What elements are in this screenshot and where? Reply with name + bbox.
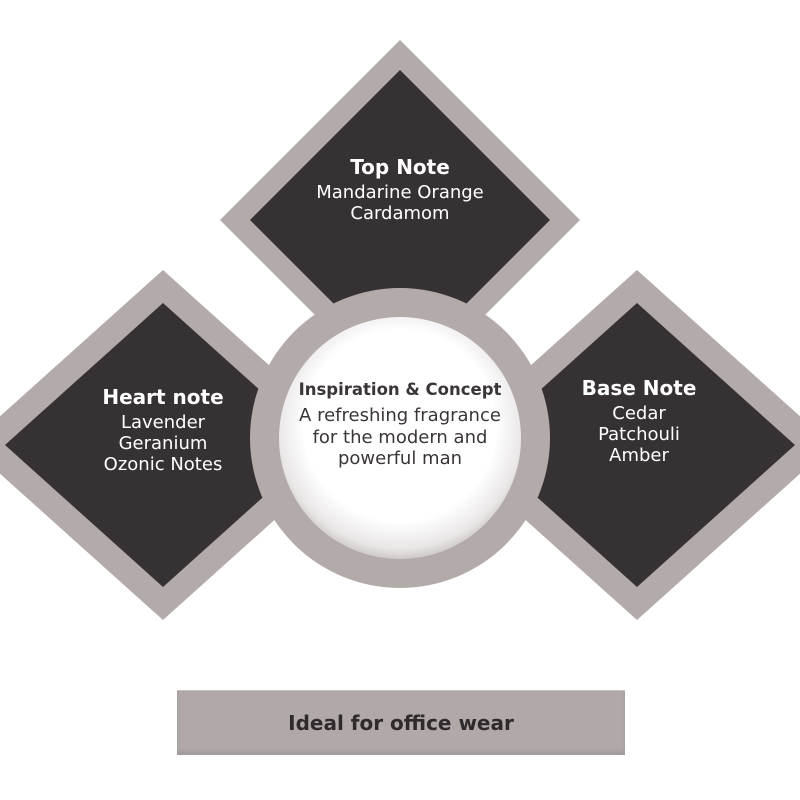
base-note-item: Patchouli (598, 423, 680, 445)
top-note-text: Top Note Mandarine Orange Cardamom (270, 155, 530, 224)
base-note-item: Cedar (612, 402, 666, 424)
base-note-text: Base Note Cedar Patchouli Amber (533, 376, 745, 467)
center-line: powerful man (337, 447, 463, 469)
top-note-item: Cardamom (350, 202, 450, 224)
base-note-diamond (479, 303, 795, 587)
top-note-diamond (250, 70, 550, 370)
heart-note-item: Lavender (120, 411, 206, 433)
center-line: for the modern and (312, 426, 488, 448)
top-note-item: Mandarine Orange (316, 181, 484, 203)
center-title: Inspiration & Concept (298, 380, 502, 399)
center-disc (279, 317, 521, 559)
base-note-title: Base Note (581, 376, 697, 400)
center-concept-text: Inspiration & Concept A refreshing fragr… (275, 380, 525, 469)
heart-note-title: Heart note (102, 385, 224, 409)
heart-note-item: Ozonic Notes (103, 454, 223, 476)
base-note-item: Amber (609, 445, 669, 467)
footer-banner: Ideal for office wear (177, 690, 625, 755)
footer-label: Ideal for office wear (288, 711, 514, 735)
heart-note-item: Geranium (118, 432, 208, 454)
heart-note-text: Heart note Lavender Geranium Ozonic Note… (58, 385, 268, 476)
top-note-title: Top Note (350, 155, 450, 179)
heart-note-diamond (5, 303, 321, 587)
center-line: A refreshing fragrance (299, 405, 501, 427)
